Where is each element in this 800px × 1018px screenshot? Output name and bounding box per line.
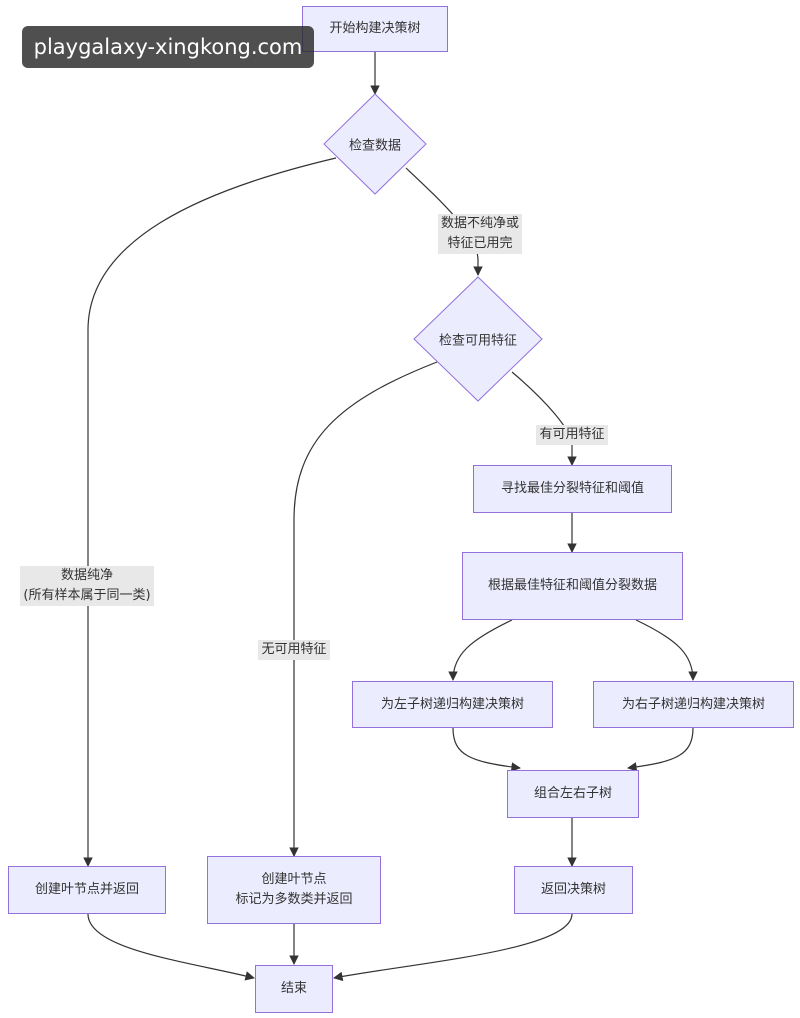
edge-check-features-to-leaf-majority [289,361,438,857]
node-right-tree: 为右子树递归构建决策树 [593,681,794,728]
node-split-data: 根据最佳特征和阈值分裂数据 [462,552,683,620]
edge-label-impure: 数据不纯净或 特征已用完 [438,214,522,254]
edge-label-impure-line2: 特征已用完 [447,236,513,251]
edge-return-to-end [333,913,573,982]
edge-split-to-left [448,619,513,681]
node-left-tree: 为左子树递归构建决策树 [352,681,553,728]
watermark: playgalaxy-xingkong.com [22,26,314,68]
node-start: 开始构建决策树 [302,6,448,52]
node-left-tree-label: 为左子树递归构建决策树 [380,696,524,712]
node-end: 结束 [255,965,333,1013]
node-combine: 组合左右子树 [507,770,639,818]
node-leaf-pure-label: 创建叶节点并返回 [34,882,139,897]
edge-label-pure-line2: (所有样本属于同一类) [23,588,151,603]
node-leaf-majority-line2: 标记为多数类并返回 [235,892,353,907]
edge-label-pure-line1: 数据纯净 [60,568,113,583]
node-leaf-majority-line1: 创建叶节点 [261,872,327,887]
node-find-best-label: 寻找最佳分裂特征和阈值 [500,481,644,496]
node-find-best: 寻找最佳分裂特征和阈值 [473,465,672,513]
node-combine-label: 组合左右子树 [533,786,612,801]
edge-label-no-features: 无可用特征 [258,640,330,660]
decision-check-features [413,276,543,402]
node-leaf-pure: 创建叶节点并返回 [8,866,166,914]
node-return-tree: 返回决策树 [514,866,633,914]
node-leaf-majority: 创建叶节点 标记为多数类并返回 [207,856,381,924]
edge-label-pure: 数据纯净 (所有样本属于同一类) [20,566,154,606]
edge-label-has-features: 有可用特征 [536,425,608,445]
edge-label-impure-line1: 数据不纯净或 [440,216,519,231]
decision-check-data [323,93,427,195]
node-end-label: 结束 [280,981,307,996]
edge-right-to-combine [627,727,694,772]
node-start-label: 开始构建决策树 [329,21,421,36]
edge-left-to-combine [452,727,521,772]
check-features-label: 检查可用特征 [438,333,518,349]
node-return-tree-label: 返回决策树 [540,882,606,897]
node-split-data-label: 根据最佳特征和阈值分裂数据 [487,578,657,593]
edge-check-data-to-leaf-pure [83,157,337,867]
edge-split-to-right [635,619,698,681]
edge-leaf-pure-to-end [87,913,255,981]
edge-check-features-to-find-best [511,371,577,466]
check-data-label: 检查数据 [348,138,402,154]
node-right-tree-label: 为右子树递归构建决策树 [621,696,765,712]
